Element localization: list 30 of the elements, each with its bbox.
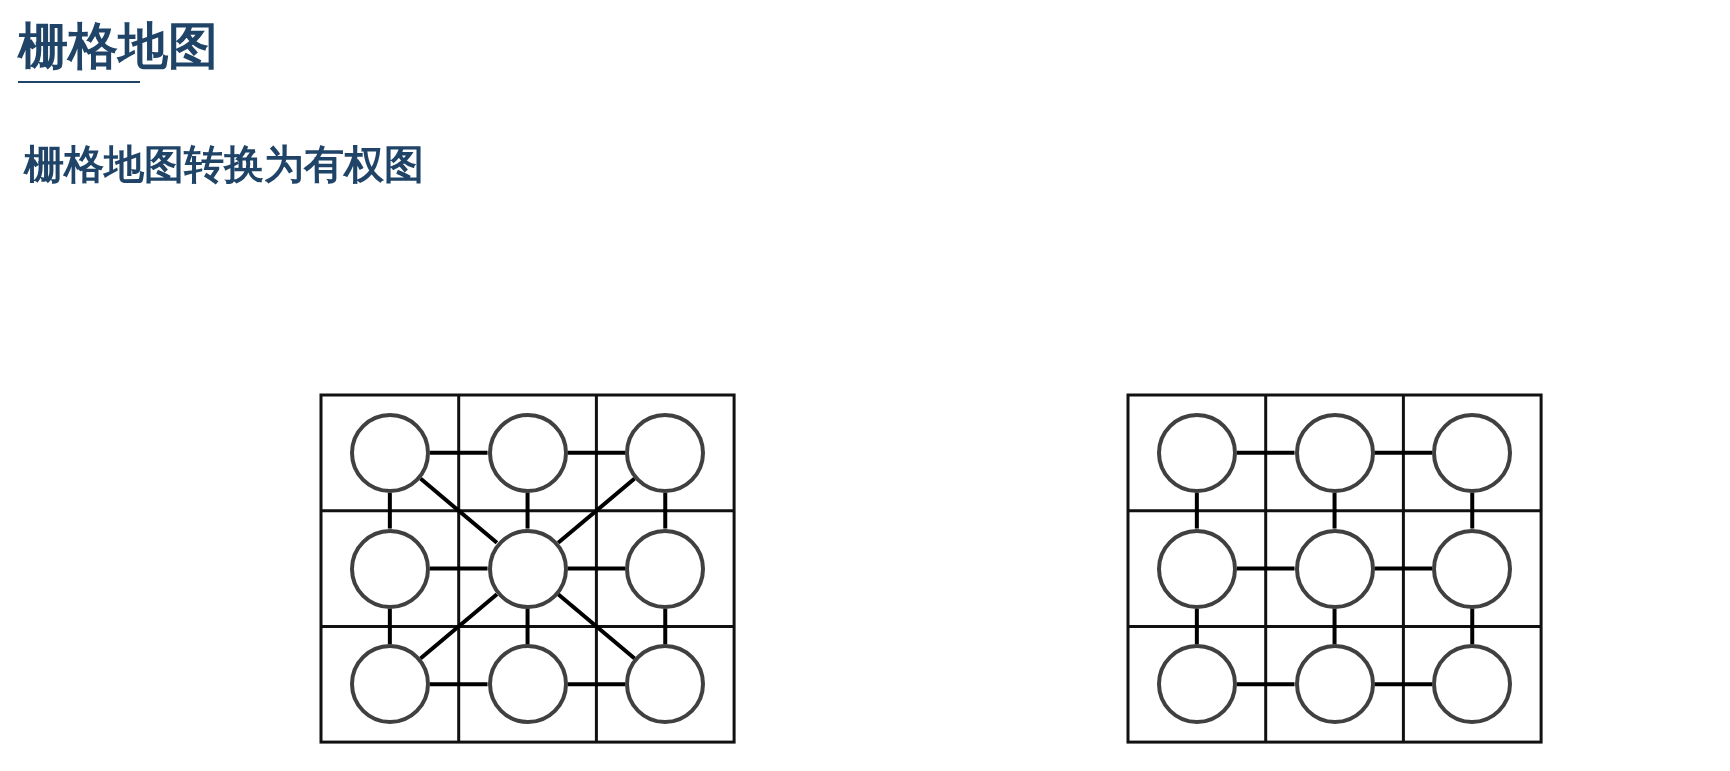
connector-line: [567, 566, 626, 571]
page-title: 栅格地图: [18, 16, 218, 77]
connector-line: [1470, 492, 1475, 529]
connector-line: [1236, 450, 1295, 455]
connector-line: [1194, 492, 1199, 529]
connector-line: [419, 592, 499, 661]
connector-line: [663, 492, 668, 529]
connector-line: [1332, 608, 1337, 645]
connector-line: [663, 608, 668, 645]
connector-line: [419, 477, 499, 545]
connector-line: [567, 682, 626, 687]
connector-line: [429, 450, 488, 455]
connector-line: [1374, 450, 1433, 455]
connector-line: [1236, 566, 1295, 571]
connector-line: [556, 592, 636, 661]
connector-line: [525, 608, 530, 645]
connector-line: [1374, 682, 1433, 687]
connector-line: [1374, 566, 1433, 571]
subtitle: 栅格地图转换为有权图: [24, 140, 424, 189]
connector-line: [1236, 682, 1295, 687]
connector-line: [429, 682, 488, 687]
connector-line: [387, 608, 392, 645]
connector-line: [525, 492, 530, 529]
connector-line: [556, 477, 636, 545]
connector-line: [567, 450, 626, 455]
connector-line: [429, 566, 488, 571]
connector-line: [1470, 608, 1475, 645]
connector-line: [387, 492, 392, 529]
connector-line: [1332, 492, 1337, 529]
connector-line: [1194, 608, 1199, 645]
